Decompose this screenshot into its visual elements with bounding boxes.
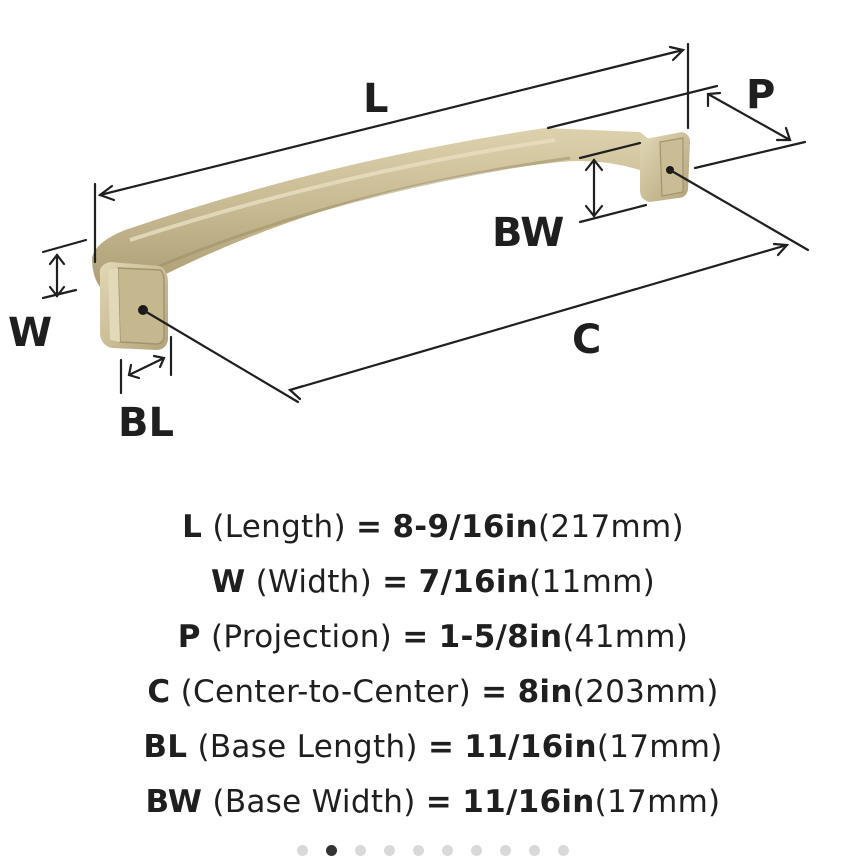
left-base [99,262,168,350]
spec-imperial: 11/16in [464,729,597,765]
carousel-dot-8[interactable] [500,845,511,856]
spec-name: (Length) [212,509,346,545]
spec-metric: (11mm) [529,564,655,600]
carousel-pagination [0,845,866,857]
dimension-spec-list: L (Length) = 8-9/16in(217mm) W (Width) =… [0,500,866,830]
carousel-dot-7[interactable] [471,845,482,856]
spec-row-center-to-center: C (Center-to-Center) = 8in(203mm) [0,665,866,720]
carousel-dot-10[interactable] [558,845,569,856]
label-BL: BL [118,400,174,446]
spec-equals: = [402,619,429,655]
spec-name: (Base Width) [212,784,416,820]
dimension-lines [41,42,810,404]
right-base [640,132,690,202]
handle-bar [92,128,662,300]
spec-name: (Center-to-Center) [180,674,471,710]
spec-equals: = [481,674,508,710]
spec-metric: (17mm) [596,729,723,765]
spec-code: BW [145,784,203,820]
spec-imperial: 7/16in [418,564,530,600]
spec-equals: = [382,564,409,600]
spec-metric: (41mm) [562,619,689,655]
spec-equals: = [427,729,455,765]
spec-row-base-length: BL (Base Length) = 11/16in(17mm) [0,720,866,775]
spec-code: C [147,674,171,710]
label-BW: BW [492,210,564,256]
spec-name: (Base Length) [197,729,418,765]
label-W: W [8,310,52,356]
spec-name: (Width) [255,564,373,600]
spec-imperial: 1-5/8in [438,619,563,655]
label-P: P [746,72,775,118]
spec-equals: = [425,784,453,820]
spec-row-projection: P (Projection) = 1-5/8in(41mm) [0,610,866,665]
spec-code: L [182,509,203,545]
spec-row-base-width: BW (Base Width) = 11/16in(17mm) [0,775,866,830]
spec-row-width: W (Width) = 7/16in(11mm) [0,555,866,610]
carousel-dot-6[interactable] [442,845,453,856]
spec-imperial: 11/16in [462,784,595,820]
spec-name: (Projection) [210,619,393,655]
spec-code: P [177,619,201,655]
dimension-diagram: L P BW W C BL [8,42,810,446]
carousel-dot-4[interactable] [384,845,395,856]
label-C: C [572,317,601,363]
spec-imperial: 8-9/16in [392,509,539,545]
cabinet-pull-illustration: L P BW W C BL [8,42,810,446]
carousel-dot-9[interactable] [529,845,540,856]
spec-metric: (217mm) [538,509,684,545]
carousel-dot-1[interactable] [297,845,308,856]
spec-metric: (17mm) [594,784,721,820]
label-L: L [363,76,389,122]
spec-equals: = [356,509,383,545]
carousel-dot-2-active[interactable] [326,845,337,856]
spec-imperial: 8in [517,674,573,710]
carousel-dot-5[interactable] [413,845,424,856]
spec-code: W [211,564,246,600]
spec-code: BL [143,729,188,765]
spec-metric: (203mm) [572,674,719,710]
spec-row-length: L (Length) = 8-9/16in(217mm) [0,500,866,555]
carousel-dot-3[interactable] [355,845,366,856]
